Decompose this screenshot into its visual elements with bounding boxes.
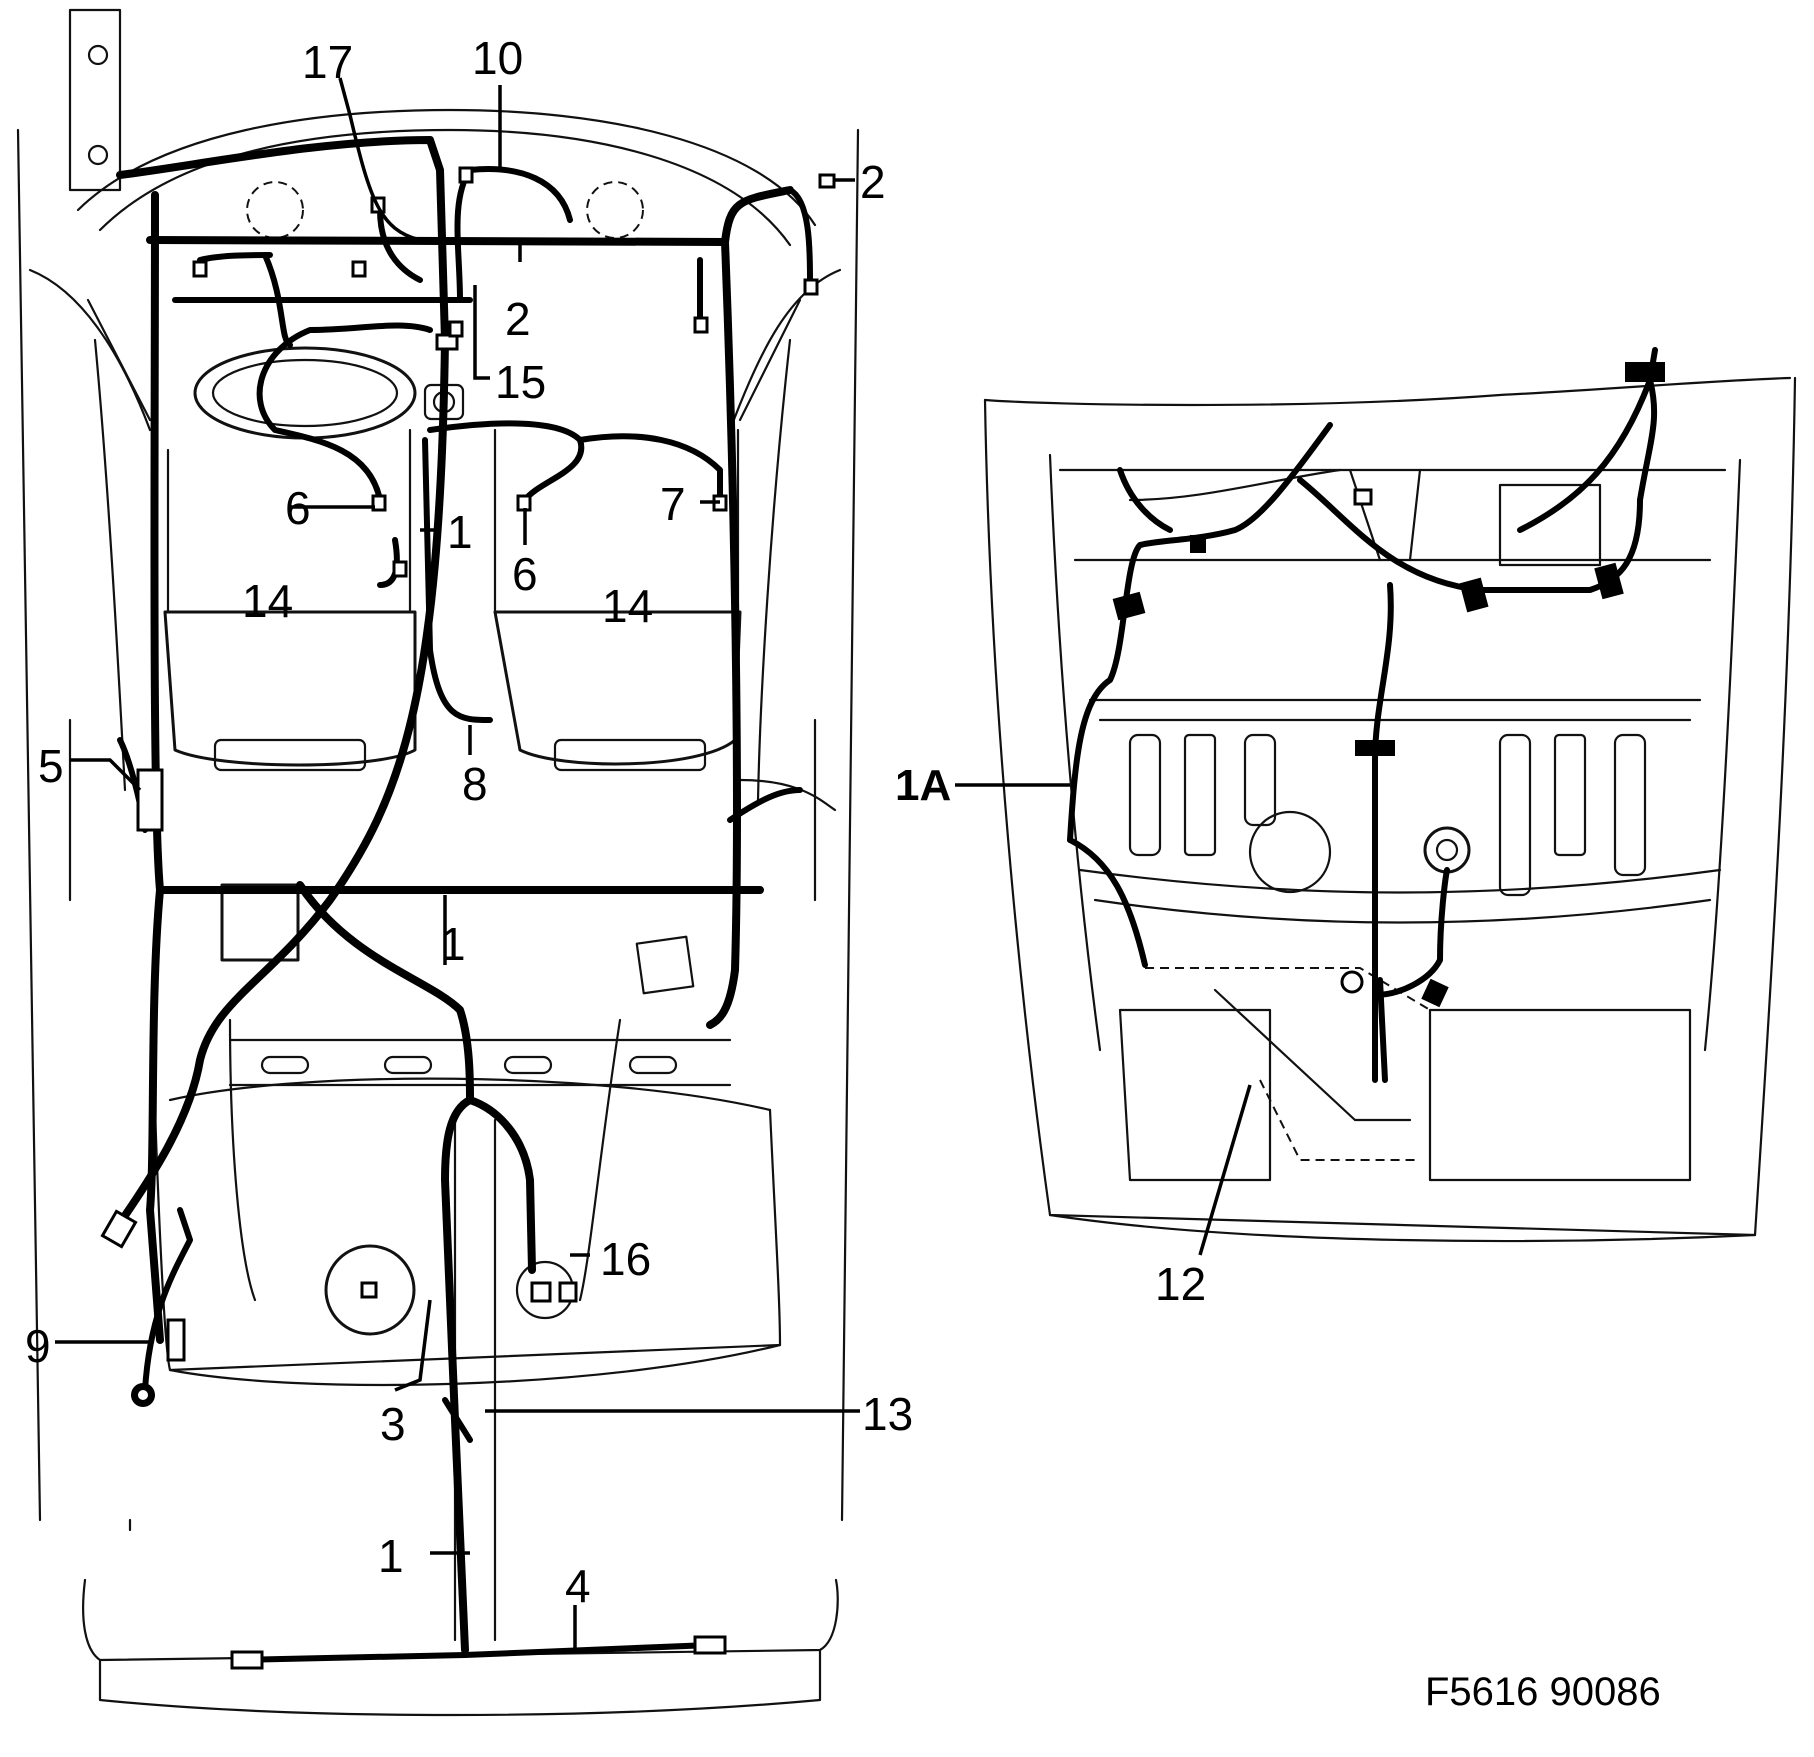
callout-leaders-right — [955, 783, 1252, 1256]
callout-16: 16 — [600, 1233, 651, 1285]
harness-wires-left — [111, 136, 813, 1663]
callout-14-right-seat: 14 — [602, 580, 653, 632]
callout-1-console: 1 — [447, 506, 473, 558]
car-body-outline — [16, 8, 860, 1717]
callout-6-right: 6 — [512, 548, 538, 600]
callout-labels-right: 1A 12 — [895, 761, 1206, 1310]
callout-3: 3 — [380, 1398, 406, 1450]
callout-6-left: 6 — [285, 482, 311, 534]
callout-10: 10 — [472, 32, 523, 84]
callout-1-rear: 1 — [378, 1530, 404, 1582]
engine-bay-outline — [983, 376, 1797, 1243]
callout-13: 13 — [862, 1388, 913, 1440]
callout-4: 4 — [565, 1560, 591, 1612]
callout-labels-left: 17 10 2 2 15 6 1 7 6 14 14 5 8 1 16 9 3 … — [25, 32, 913, 1612]
callout-7: 7 — [660, 478, 686, 530]
callout-15: 15 — [495, 356, 546, 408]
callout-2-front-right: 2 — [860, 156, 886, 208]
callout-leaders-left — [55, 77, 860, 1648]
callout-2-dash: 2 — [505, 293, 531, 345]
callout-1-tunnel: 1 — [440, 918, 466, 970]
callout-12: 12 — [1155, 1258, 1206, 1310]
callout-8: 8 — [462, 758, 488, 810]
callout-1A: 1A — [895, 761, 951, 810]
callout-17: 17 — [302, 36, 353, 88]
callout-14-left-seat: 14 — [242, 575, 293, 627]
figure-code: F5616 90086 — [1425, 1670, 1661, 1714]
connectors-left — [100, 166, 836, 1670]
callout-9: 9 — [25, 1320, 51, 1372]
callout-5: 5 — [38, 740, 64, 792]
connectors-right — [1112, 362, 1665, 1008]
